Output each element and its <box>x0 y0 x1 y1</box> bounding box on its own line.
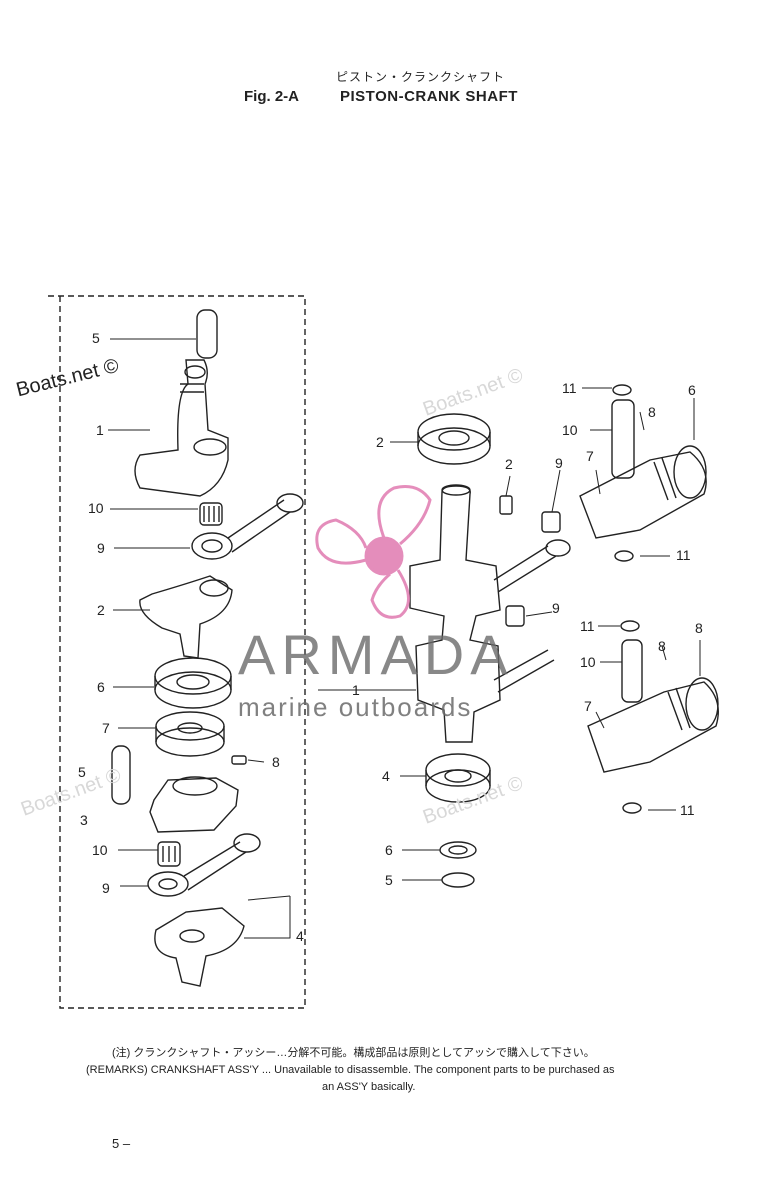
part-piston-lower <box>587 677 719 773</box>
part-piston-pin-lower <box>621 639 643 703</box>
callout-right: 8 <box>695 620 703 636</box>
brand-propeller-logo <box>315 485 432 619</box>
callout-right: 6 <box>385 842 393 858</box>
part-key-left <box>231 755 247 765</box>
callout-left: 3 <box>80 812 88 828</box>
title-japanese: ピストン・クランクシャフト <box>336 70 506 84</box>
part-circlip-upper-bottom <box>614 550 634 562</box>
callout-right: 6 <box>688 382 696 398</box>
part-washer <box>439 841 477 859</box>
part-conrod-right-lower <box>493 649 555 693</box>
callout-left: 10 <box>92 842 108 858</box>
callout-right: 9 <box>555 455 563 471</box>
part-circlip-upper-top <box>612 384 632 396</box>
part-nut-right-lower <box>505 605 525 627</box>
part-needle-bearing-upper <box>199 502 223 526</box>
callout-right: 10 <box>580 654 596 670</box>
callout-right: 7 <box>584 698 592 714</box>
callout-right: 1 <box>352 682 360 698</box>
callout-right: 8 <box>648 404 656 420</box>
callout-left: 9 <box>97 540 105 556</box>
callout-left: 7 <box>102 720 110 736</box>
callout-right: 11 <box>580 618 595 634</box>
callout-left: 9 <box>102 880 110 896</box>
callout-left: 8 <box>272 754 280 770</box>
part-seal-left <box>155 711 225 757</box>
callout-right: 11 <box>676 547 691 563</box>
callout-right: 9 <box>552 600 560 616</box>
part-crank-lower <box>154 907 245 987</box>
part-key-right <box>499 495 513 515</box>
part-conrod-upper <box>191 493 304 560</box>
page-number: 5 – <box>112 1136 131 1151</box>
callout-left: 10 <box>88 500 104 516</box>
callout-right: 10 <box>562 422 578 438</box>
part-needle-bearing-lower <box>157 841 181 867</box>
callout-right: 8 <box>658 638 666 654</box>
brand-wordmark: ARMADA <box>238 623 514 686</box>
callout-left: 4 <box>296 928 304 944</box>
callout-right: 7 <box>586 448 594 464</box>
part-nut-right-upper <box>541 511 561 533</box>
assembly-frame <box>48 295 306 1009</box>
part-ball-bearing-right-top <box>417 413 491 465</box>
figure-title: PISTON-CRANK SHAFT <box>340 88 518 105</box>
part-pin-lower <box>111 745 131 805</box>
callout-right: 2 <box>505 456 513 472</box>
part-piston-pin-upper <box>611 399 635 479</box>
part-crank-upper <box>134 359 229 497</box>
part-crank-web-lower <box>149 776 239 833</box>
remarks-japanese: (注) クランクシャフト・アッシー…分解不可能。構成部品は原則としてアッシで購入… <box>112 1047 595 1059</box>
part-crank-web <box>139 575 233 659</box>
part-snap-ring <box>441 872 475 888</box>
callout-left: 6 <box>97 679 105 695</box>
part-circlip-lower-top <box>620 620 640 632</box>
callout-left: 1 <box>96 422 104 438</box>
figure-label: Fig. 2-A <box>244 88 299 105</box>
part-crankshaft-assembly <box>409 484 501 743</box>
leader-lines-left <box>108 338 291 939</box>
part-ball-bearing-left <box>154 657 232 709</box>
remarks-english-continued: an ASS'Y basically. <box>322 1081 416 1093</box>
part-ball-bearing-right-bottom <box>425 753 491 803</box>
part-circlip-lower-bottom <box>622 802 642 814</box>
brand-tagline: marine outboards <box>238 692 473 722</box>
callout-right: 4 <box>382 768 390 784</box>
callout-right: 2 <box>376 434 384 450</box>
callout-right: 11 <box>562 380 577 396</box>
part-conrod-lower <box>147 833 261 897</box>
leader-lines-right <box>318 387 701 881</box>
callout-left: 5 <box>92 330 100 346</box>
callout-left: 5 <box>78 764 86 780</box>
callout-right: 11 <box>680 802 695 818</box>
part-conrod-right-upper <box>493 539 571 593</box>
part-piston-upper <box>579 445 707 539</box>
callout-right: 5 <box>385 872 393 888</box>
part-pin-top <box>196 309 218 359</box>
remarks-english: (REMARKS) CRANKSHAFT ASS'Y ... Unavailab… <box>86 1064 615 1076</box>
callout-left: 2 <box>97 602 105 618</box>
